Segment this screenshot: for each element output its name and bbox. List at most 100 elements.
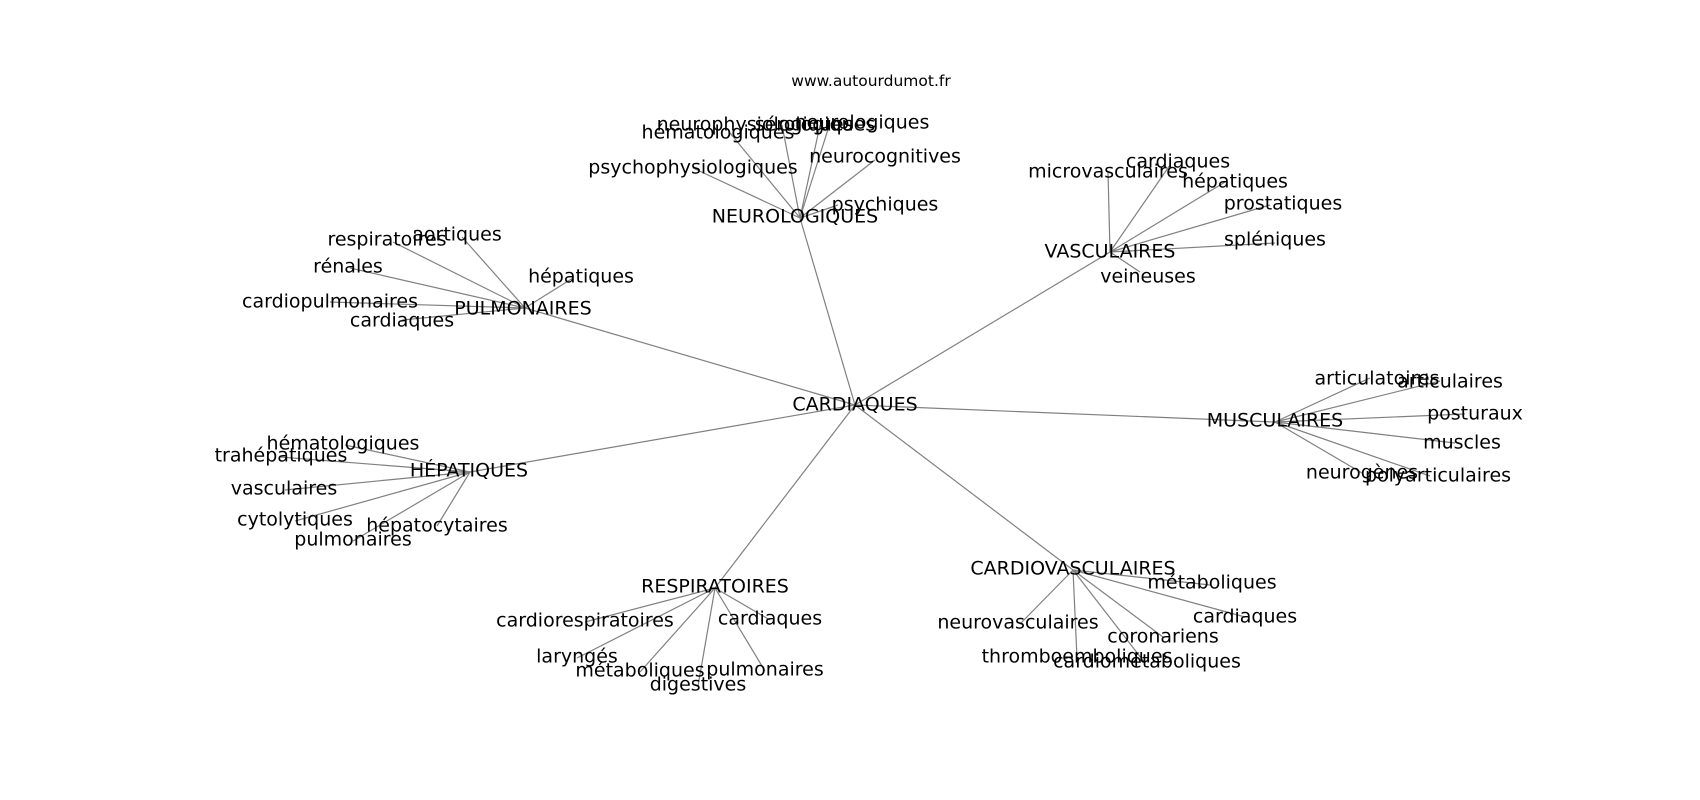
edge-hub-to-leaf	[1109, 181, 1226, 253]
leaf-node-label[interactable]: psychophysiologiques	[588, 157, 797, 179]
leaf-node-label[interactable]: rénales	[313, 256, 383, 278]
leaf-node-label[interactable]: veineuses	[1100, 266, 1195, 288]
hub-node-label[interactable]: MUSCULAIRES	[1207, 410, 1343, 432]
leaf-node-label[interactable]: pulmonaires	[706, 659, 823, 681]
edge-hub-to-leaf	[1109, 242, 1276, 253]
leaf-node-label[interactable]: coronariens	[1107, 626, 1219, 648]
edge-hub-to-leaf	[344, 444, 471, 473]
edge-hub-to-leaf	[1274, 380, 1441, 423]
hub-node-label[interactable]: HÉPATIQUES	[410, 459, 528, 482]
edge-hub-to-leaf	[714, 587, 766, 672]
edge-hub-to-leaf	[392, 241, 526, 309]
leaf-node-label[interactable]: articulatoires	[1315, 368, 1440, 390]
edge-hub-to-leaf	[1109, 204, 1271, 253]
leaf-node-label[interactable]: hématologiques	[642, 122, 795, 144]
edge-center-to-hub	[469, 404, 856, 473]
leaf-node-label[interactable]: neurocognitives	[809, 146, 961, 168]
source-watermark: www.autourdumot.fr	[791, 72, 951, 90]
edge-hub-to-leaf	[1109, 251, 1141, 273]
hub-node-label[interactable]: PULMONAIRES	[454, 298, 591, 320]
leaf-node-label[interactable]: hématologiques	[267, 433, 420, 455]
leaf-node-label[interactable]: vasculaires	[231, 478, 337, 500]
leaf-node-label[interactable]: hépatocytaires	[366, 515, 508, 537]
edge-hub-to-leaf	[799, 159, 876, 219]
edge-hub-to-leaf	[1274, 421, 1363, 474]
leaf-node-label[interactable]: posturaux	[1427, 403, 1523, 425]
leaf-node-label[interactable]: cardiaques	[718, 608, 822, 630]
leaf-node-label[interactable]: psychiques	[832, 194, 939, 216]
edge-hub-to-leaf	[1274, 377, 1371, 423]
edge-hub-to-leaf	[692, 167, 801, 219]
leaf-node-label[interactable]: cardiaques	[1126, 151, 1230, 173]
center-node-label[interactable]: CARDIAQUES	[792, 394, 917, 416]
edge-hub-to-leaf	[576, 587, 716, 659]
leaf-node-label[interactable]: articulaires	[1397, 371, 1503, 393]
leaf-node-label[interactable]: cardiopulmonaires	[242, 291, 418, 313]
leaf-node-label[interactable]: trahépatiques	[215, 445, 348, 467]
leaf-node-label[interactable]: neurovasculaires	[937, 612, 1098, 634]
edge-hub-to-leaf	[697, 587, 716, 687]
leaf-node-label[interactable]: muscles	[1423, 432, 1501, 454]
leaf-node-label[interactable]: thromboemboliques	[982, 646, 1173, 668]
leaf-node-label[interactable]: neurogènes	[1306, 462, 1418, 484]
edge-hub-to-leaf	[799, 204, 839, 219]
leaf-node-label[interactable]: sérologiques	[755, 114, 876, 136]
edge-hub-to-leaf	[799, 122, 831, 219]
edge-hub-to-leaf	[284, 471, 471, 491]
edge-hub-to-leaf	[781, 124, 801, 219]
edge-hub-to-leaf	[1072, 569, 1078, 659]
leaf-node-label[interactable]: hépatiques	[1182, 171, 1288, 193]
leaf-node-label[interactable]: spléniques	[1224, 229, 1326, 251]
hub-node-label[interactable]: VASCULAIRES	[1045, 241, 1176, 263]
leaf-node-label[interactable]: neurophysiologiques	[657, 114, 854, 136]
edge-hub-to-leaf	[294, 471, 471, 522]
edge-center-to-hub	[714, 404, 856, 589]
edge-hub-to-leaf	[1107, 171, 1111, 253]
edge-hub-to-leaf	[729, 132, 801, 219]
edge-hub-to-leaf	[1019, 569, 1074, 625]
leaf-node-label[interactable]: digestives	[650, 674, 747, 696]
leaf-node-label[interactable]: neurologiques	[795, 112, 930, 134]
edge-center-to-hub	[854, 404, 1074, 571]
leaf-node-label[interactable]: hépatiques	[528, 266, 634, 288]
edge-hub-to-leaf	[1072, 569, 1164, 638]
edge-hub-to-leaf	[524, 277, 574, 309]
edge-hub-to-leaf	[461, 236, 526, 309]
edge-hub-to-leaf	[352, 471, 471, 542]
leaf-node-label[interactable]: métaboliques	[1147, 572, 1276, 594]
leaf-node-label[interactable]: cardiaques	[1193, 606, 1297, 628]
edge-hub-to-leaf	[1274, 421, 1431, 477]
edge-hub-to-leaf	[1072, 569, 1211, 586]
leaf-node-label[interactable]: respiratoires	[327, 229, 446, 251]
node-labels: CARDIAQUES NEUROLOGIQUES neurophysiologiqu…	[215, 112, 1523, 696]
edge-hub-to-leaf	[639, 587, 716, 673]
edge-hub-to-leaf	[1274, 421, 1456, 444]
leaf-node-label[interactable]: laryngés	[536, 646, 618, 668]
leaf-node-label[interactable]: pulmonaires	[294, 529, 411, 551]
edge-center-to-hub	[799, 217, 856, 406]
leaf-node-label[interactable]: cardiorespiratoires	[496, 610, 674, 632]
leaf-node-label[interactable]: cardiaques	[350, 310, 454, 332]
edges	[279, 122, 1466, 687]
edge-hub-to-leaf	[1274, 413, 1466, 423]
edge-hub-to-leaf	[436, 471, 471, 527]
leaf-node-label[interactable]: microvasculaires	[1028, 161, 1188, 183]
leaf-node-label[interactable]: polyarticulaires	[1365, 465, 1511, 487]
edge-hub-to-leaf	[329, 301, 526, 309]
leaf-node-label[interactable]: cytolytiques	[237, 509, 353, 531]
hub-node-label[interactable]: NEUROLOGIQUES	[712, 206, 878, 228]
edge-hub-to-leaf	[714, 587, 771, 621]
hub-node-label[interactable]: CARDIOVASCULAIRES	[970, 558, 1175, 580]
leaf-node-label[interactable]: prostatiques	[1224, 193, 1343, 215]
edge-center-to-hub	[854, 404, 1276, 423]
leaf-node-label[interactable]: cardiométaboliques	[1053, 651, 1241, 673]
edge-hub-to-leaf	[1072, 569, 1146, 664]
leaf-node-label[interactable]: métaboliques	[575, 660, 704, 682]
edge-hub-to-leaf	[584, 587, 716, 623]
leaf-node-label[interactable]: aortiques	[412, 224, 502, 246]
edge-hub-to-leaf	[799, 124, 821, 219]
edge-hub-to-leaf	[401, 307, 526, 321]
edge-hub-to-leaf	[279, 456, 471, 473]
hub-node-label[interactable]: RESPIRATOIRES	[641, 576, 789, 598]
